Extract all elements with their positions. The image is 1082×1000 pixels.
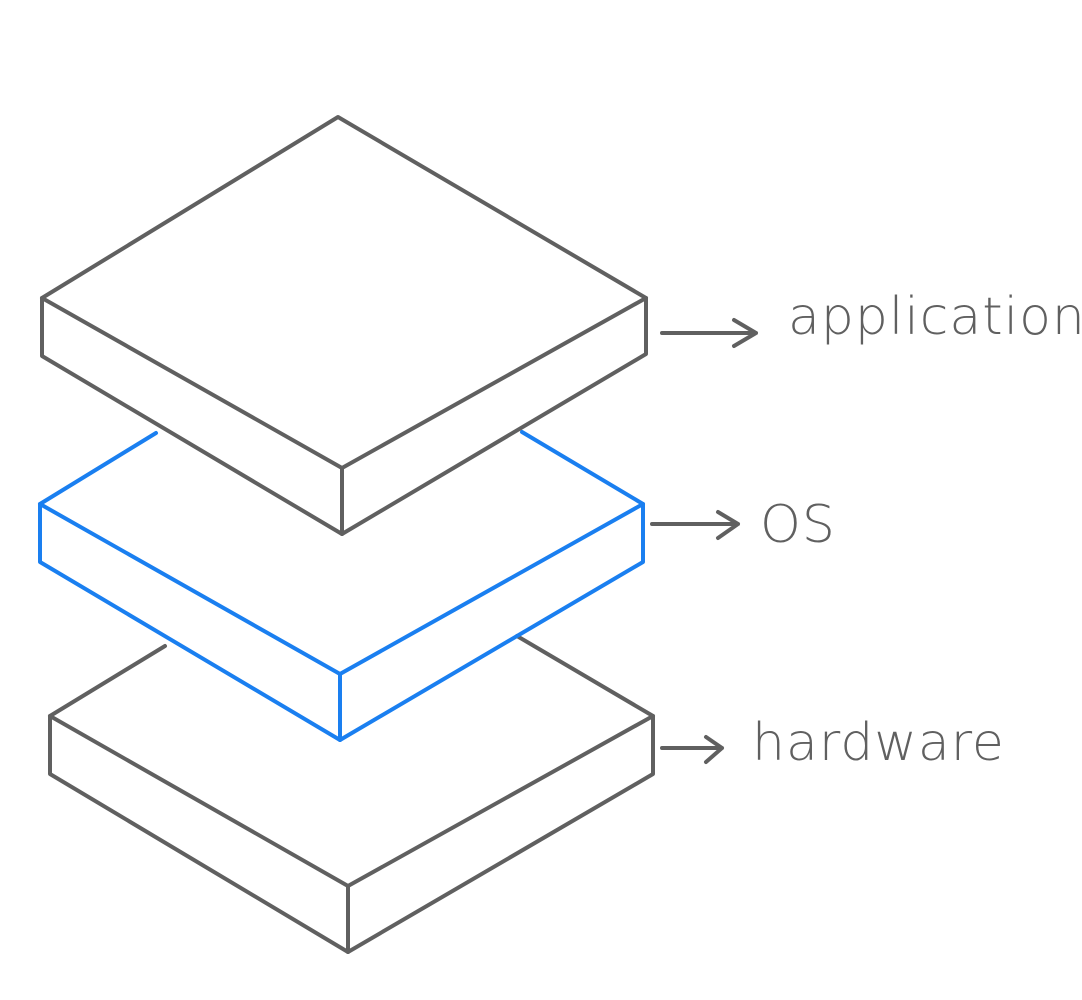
application-label: application bbox=[788, 287, 1082, 347]
application-arrow bbox=[660, 318, 758, 348]
layer-os: OS bbox=[38, 430, 836, 742]
hardware-label: hardware bbox=[752, 713, 1005, 773]
layer-hardware: hardware bbox=[48, 634, 1005, 954]
os-arrow bbox=[650, 510, 740, 540]
os-label: OS bbox=[760, 495, 836, 555]
hardware-top-left-edge bbox=[48, 634, 655, 888]
application-top-face bbox=[40, 115, 648, 470]
hardware-left-side bbox=[48, 714, 655, 954]
hardware-arrow bbox=[660, 735, 724, 764]
layer-application: application bbox=[40, 115, 1082, 536]
